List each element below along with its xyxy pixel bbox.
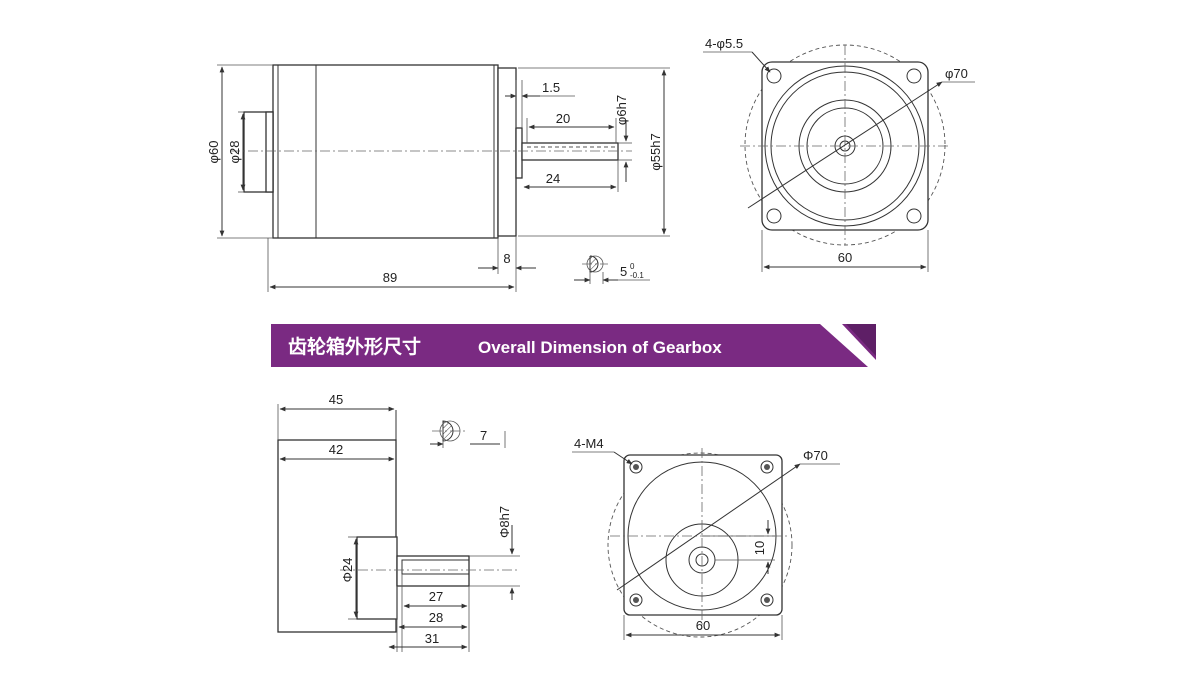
dim-flange-thk: 8 (503, 251, 510, 266)
motor-side-view: φ60 φ28 1.5 20 24 φ6h7 φ55h7 (206, 64, 670, 292)
gearbox-pcd-circle (607, 452, 793, 638)
gearbox-hole-br (760, 593, 774, 607)
motor-flange (497, 67, 517, 237)
banner-title-en: Overall Dimension of Gearbox (478, 338, 722, 357)
motor-hole-tr (906, 68, 922, 84)
dim-gb-width: 60 (696, 618, 710, 633)
gearbox-hole-tl (629, 460, 643, 474)
banner-title-cn: 齿轮箱外形尺寸 (288, 335, 421, 358)
section-banner: 齿轮箱外形尺寸 Overall Dimension of Gearbox (271, 324, 876, 367)
motor-body (272, 64, 499, 239)
dim-flat-tol-lower: -0.1 (630, 271, 644, 280)
motor-hole-bl (766, 208, 782, 224)
gearbox-front-view: 4-M4 Φ70 10 60 (572, 436, 840, 640)
dim-motor-holes: 4-φ5.5 (705, 36, 743, 51)
dim-gb-pcd: Φ70 (803, 448, 828, 463)
dim-gb-offset: 10 (752, 541, 767, 555)
dim-motor-pcd: φ70 (945, 66, 968, 81)
dim-body-len: 89 (383, 270, 397, 285)
motor-front-view: 4-φ5.5 φ70 60 (703, 36, 975, 272)
gearbox-shaft-section: 7 (430, 420, 506, 448)
dim-motor-width: 60 (838, 250, 852, 265)
dim-gb-key-depth: 7 (480, 428, 487, 443)
dim-boss-dia: φ28 (227, 141, 242, 164)
motor-shaft-section: 5 0 -0.1 (574, 255, 650, 284)
dim-gb-shaft-len: 28 (429, 610, 443, 625)
dim-shaft-dia: φ6h7 (614, 95, 629, 125)
motor-shaft (521, 142, 619, 161)
dim-gb-length-body: 42 (329, 442, 343, 457)
dim-flat-len: 20 (556, 111, 570, 126)
gearbox-boss (356, 536, 398, 620)
banner-bar (271, 324, 876, 367)
dim-gb-length-total: 45 (329, 392, 343, 407)
dim-gb-shaft-total: 31 (425, 631, 439, 646)
dim-gb-shaft-dia: Φ8h7 (497, 506, 512, 538)
motor-hole-tl (766, 68, 782, 84)
dim-shaft-len: 24 (546, 171, 560, 186)
dim-pilot-dia: φ55h7 (648, 133, 663, 170)
motor-hole-br (906, 208, 922, 224)
dim-gb-holes: 4-M4 (574, 436, 604, 451)
dim-shaft-step: 1.5 (542, 80, 560, 95)
dim-body-dia: φ60 (206, 141, 221, 164)
motor-pilot (515, 127, 523, 179)
dim-flat-tol-upper: 0 (630, 262, 635, 271)
gearbox-hole-bl (629, 593, 643, 607)
gearbox-front-flange (623, 454, 783, 616)
dim-flat-depth: 5 (620, 264, 627, 279)
dim-gb-boss-dia: Φ24 (340, 558, 355, 583)
dim-gb-key-len: 27 (429, 589, 443, 604)
gearbox-side-view: 45 42 Φ24 Φ8h7 27 28 31 (277, 392, 520, 652)
gearbox-hole-tr (760, 460, 774, 474)
